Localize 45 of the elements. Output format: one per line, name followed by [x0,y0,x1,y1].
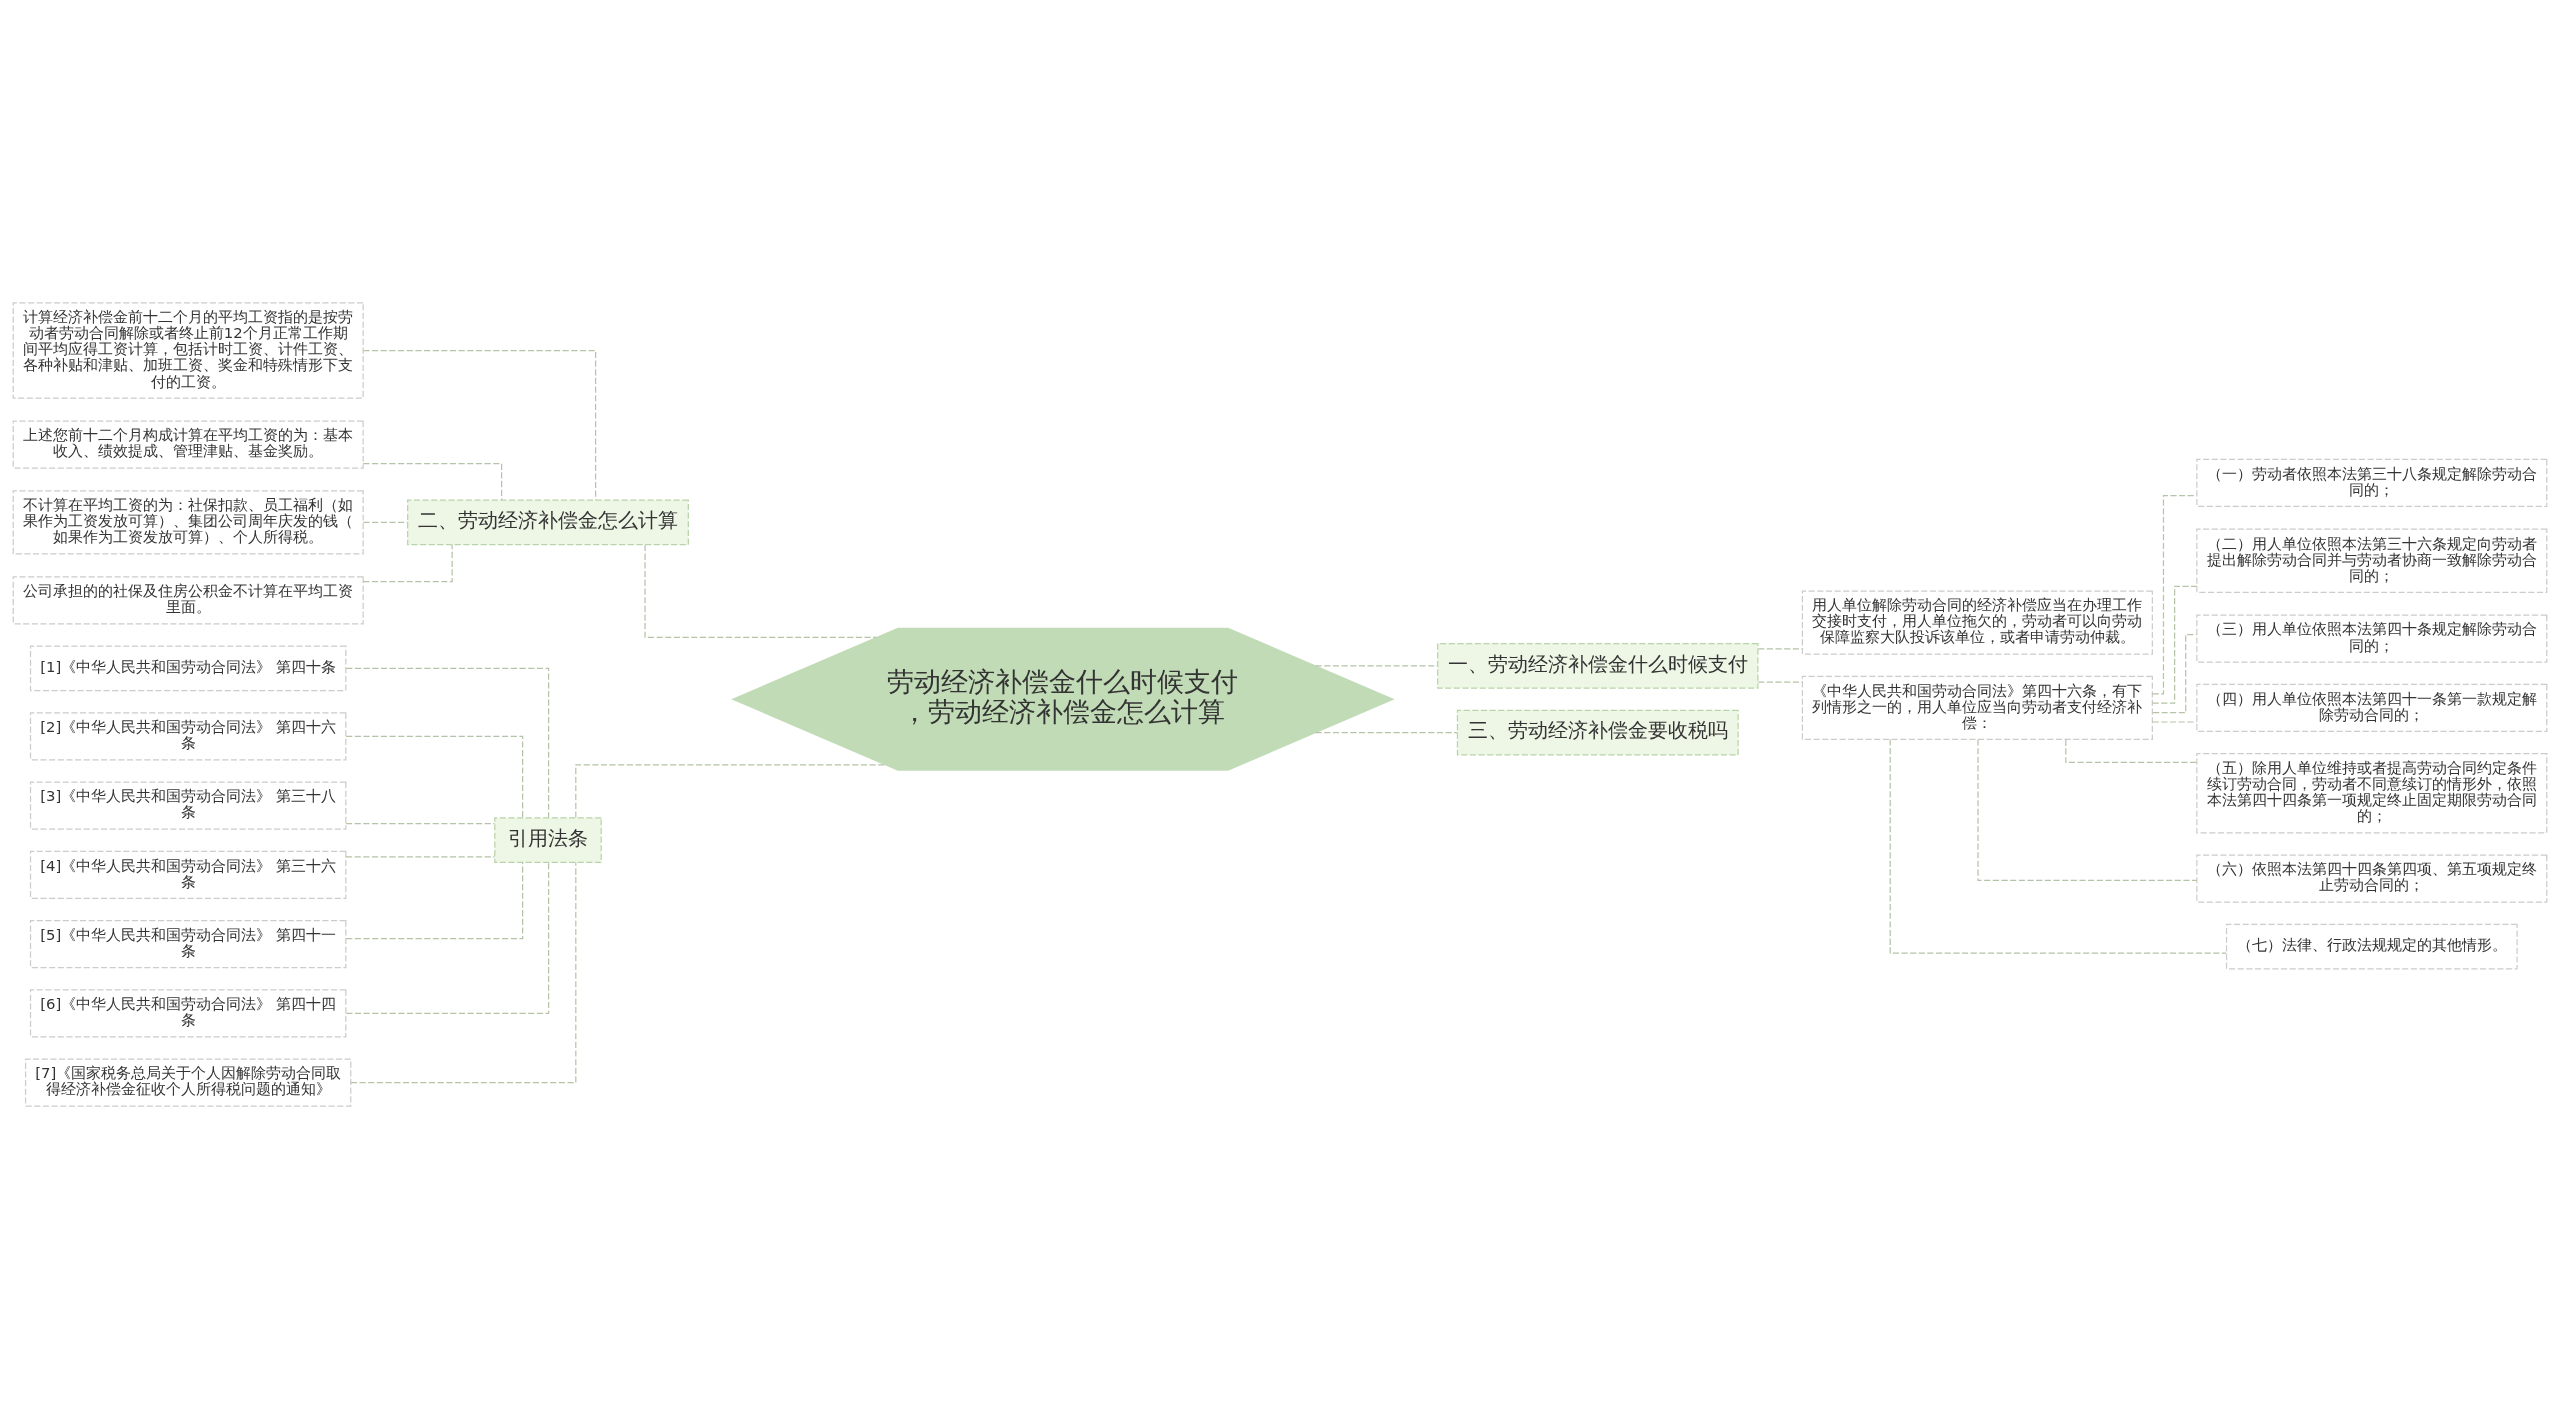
node-box: 《中华人民共和国劳动合同法》第四十六条，有下列情形之一的，用人单位应当向劳动者支付经济补偿： [1801,675,2153,741]
connector [1757,648,1803,650]
connector [350,861,577,1084]
connector [345,822,496,825]
connector [2152,721,2198,723]
node-box: 用人单位解除劳动合同的经济补偿应当在办理工作交接时支付，用人单位拖欠的，劳动者可以向劳动保障监察大队投诉该单位，或者申请劳动仲裁。 [1801,590,2153,655]
node-box: 二、劳动经济补偿金怎么计算 [407,499,689,546]
node-box: 一、劳动经济补偿金什么时候支付 [1437,643,1759,689]
connector [575,764,887,819]
node-box: （二）用人单位依照本法第三十六条规定向劳动者提出解除劳动合同并与劳动者协商一致解除劳动合同的； [2196,528,2548,593]
connector [644,544,878,638]
node-box: （一）劳动者依照本法第三十八条规定解除劳动合同的； [2196,458,2548,507]
connector [1757,681,1803,683]
node-box: 计算经济补偿金前十二个月的平均工资指的是按劳动者劳动合同解除或者终止前12个月正常工作期间平均应得工资计算，包括计时工资、计件工资、各种补贴和津贴、加班工资、奖金和特殊情形下支付的工资。 [12,302,364,399]
node-box: 不计算在平均工资的为：社保扣款、员工福利（如果作为工资发放可算）、集团公司周年庆发的钱（如果作为工资发放可算）、个人所得税。 [12,490,364,555]
connector [345,735,524,819]
node-box: [1]《中华人民共和国劳动合同法》 第四十条 [29,645,347,692]
node-box: [2]《中华人民共和国劳动合同法》 第四十六条 [29,712,347,761]
node-box: [3]《中华人民共和国劳动合同法》 第三十八条 [29,781,347,830]
connector [362,349,597,501]
node-box: （七）法律、行政法规规定的其他情形。 [2225,923,2518,970]
connector [362,544,453,583]
node-box: [4]《中华人民共和国劳动合同法》 第三十六条 [29,850,347,899]
node-box: 引用法条 [494,817,602,864]
connector [1889,738,2227,954]
connector [1977,738,2198,881]
node-box: （三）用人单位依照本法第四十条规定解除劳动合同的； [2196,614,2548,663]
connector [362,463,503,501]
connector [1314,732,1459,734]
node-box: （六）依照本法第四十四条第四项、第五项规定终止劳动合同的； [2196,854,2548,903]
connector [345,856,496,858]
node-box: [7]《国家税务总局关于个人因解除劳动合同取得经济补偿金征收个人所得税问题的通知》 [24,1058,352,1107]
connector [345,861,550,1014]
connector [2151,585,2198,704]
connector [1314,665,1439,667]
node-box: 三、劳动经济补偿金要收税吗 [1456,709,1739,756]
node-box: （五）除用人单位维持或者提高劳动合同约定条件续订劳动合同，劳动者不同意续订的情形外，依照本法第四十四条第一项规定终止固定期限劳动合同的； [2196,753,2548,834]
connector [345,667,550,819]
node-box: 上述您前十二个月构成计算在平均工资的为：基本收入、绩效提成、管理津贴、基金奖励。 [12,420,364,469]
node-box: [5]《中华人民共和国劳动合同法》 第四十一条 [29,919,347,969]
node-box: （四）用人单位依照本法第四十一条第一款规定解除劳动合同的； [2196,683,2548,732]
connector [362,521,409,524]
connector [2152,634,2198,714]
node-box: 公司承担的的社保及住房公积金不计算在平均工资里面。 [12,576,364,625]
node-box: [6]《中华人民共和国劳动合同法》 第四十四条 [29,989,347,1038]
